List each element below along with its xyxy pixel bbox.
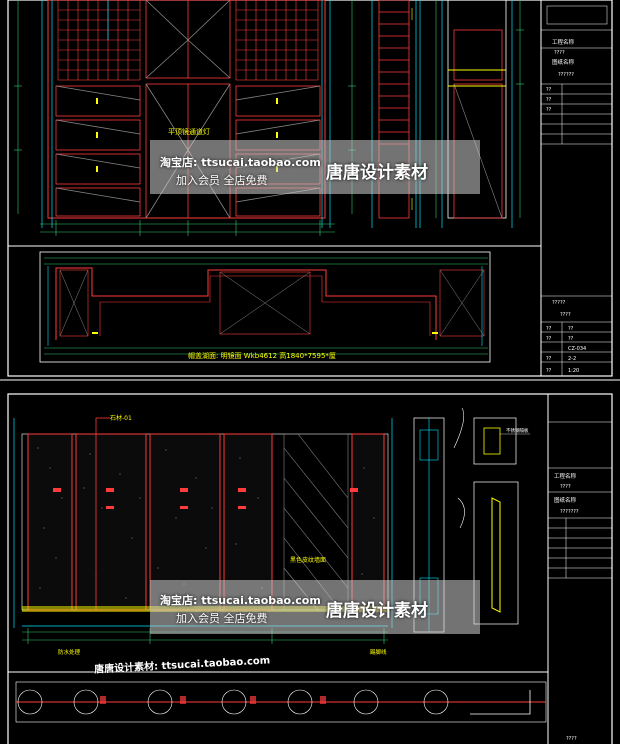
wine-cabinet-plan: 帽盖湖面: 明镜面 Wkb4612 高1840*7595*厘	[39, 251, 491, 363]
watermark-brand-bottom: 唐唐设计素材	[326, 601, 428, 621]
svg-text:工程名称: 工程名称	[552, 38, 575, 46]
watermark-band-top	[150, 140, 480, 194]
wine-cabinet-elevation: 平顶镜通道灯	[14, 0, 356, 236]
svg-text:工程名称: 工程名称	[554, 472, 577, 480]
svg-text:图纸名称: 图纸名称	[554, 496, 577, 504]
watermark-shop-bottom: 淘宝店: ttsucai.taobao.com	[160, 594, 321, 607]
svg-text:??: ??	[546, 326, 552, 332]
wall-panel-1	[27, 433, 73, 611]
section-label-2: 踢脚线	[370, 648, 387, 656]
svg-text:CZ-034: CZ-034	[568, 346, 586, 352]
panel-handles	[53, 488, 358, 509]
svg-text:图纸名称: 图纸名称	[552, 58, 575, 66]
elevation-bottom-dimension	[40, 220, 335, 236]
watermark-band-bottom	[150, 580, 480, 634]
svg-text:????: ????	[554, 50, 565, 56]
svg-text:??: ??	[546, 368, 552, 374]
svg-text:????: ????	[566, 736, 577, 742]
bottom-plan-strip	[15, 681, 547, 723]
svg-text:2-2: 2-2	[568, 356, 576, 362]
watermark-shop-top: 淘宝店: ttsucai.taobao.com	[160, 156, 321, 169]
svg-text:??: ??	[546, 336, 552, 342]
left-drawer-stack	[55, 85, 141, 217]
plan-spec-label: 帽盖湖面: 明镜面 Wkb4612 高1840*7595*厘	[188, 351, 336, 360]
svg-text:???????: ???????	[560, 509, 579, 515]
top-drawing-sheet: 平顶镜通道灯	[7, 0, 613, 377]
bottom-drawing-sheet: 石材-01 黑色皮纹墙面 防水处理 踢脚线 不锈钢隔板	[0, 379, 620, 744]
svg-text:??: ??	[546, 87, 552, 93]
watermark-brand-top: 唐唐设计素材	[326, 163, 428, 183]
front-note-label: 平顶镜通道灯	[168, 127, 210, 136]
callout-steel: 不锈钢隔板	[506, 427, 529, 434]
right-wine-rack	[235, 0, 319, 81]
svg-text:?????: ?????	[552, 300, 566, 306]
svg-text:??: ??	[546, 107, 552, 113]
svg-text:????: ????	[560, 484, 571, 490]
svg-text:??: ??	[568, 326, 574, 332]
svg-text:1:20: 1:20	[568, 368, 579, 374]
svg-text:????: ????	[560, 312, 571, 318]
callout-stone: 石材-01	[110, 414, 132, 422]
svg-text:??: ??	[568, 336, 574, 342]
top-title-block: 工程名称 ???? 图纸名称 ?????? ?? ?? ?? ????? ???…	[540, 0, 613, 377]
profile-detail-box: 不锈钢隔板	[453, 407, 530, 625]
wall-panel-2	[75, 433, 147, 611]
svg-text:??: ??	[546, 356, 552, 362]
bottom-title-block: 工程名称 ???? 图纸名称 ??????? ????	[547, 393, 613, 744]
callout-wall: 黑色皮纹墙面	[290, 556, 326, 564]
watermark-join-top: 加入会员 全店免费	[176, 174, 268, 187]
plan-outline	[55, 267, 437, 340]
left-wine-rack	[57, 0, 141, 81]
svg-text:??: ??	[546, 97, 552, 103]
watermark-join-bottom: 加入会员 全店免费	[176, 612, 268, 625]
svg-text:??????: ??????	[558, 72, 574, 78]
section-label-1: 防水处理	[58, 648, 81, 656]
